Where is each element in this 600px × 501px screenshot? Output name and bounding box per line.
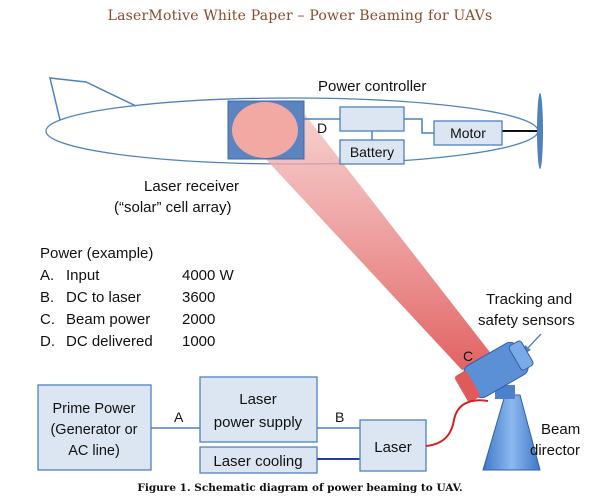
a-marker: A	[174, 409, 184, 425]
laser-cooling-label: Laser cooling	[213, 453, 302, 470]
beam-director	[454, 340, 541, 471]
prime-power-label: Prime Power	[53, 401, 136, 417]
row-label: DC delivered	[66, 333, 153, 350]
laser-label: Laser	[374, 439, 412, 456]
table-row: B. DC to laser 3600	[40, 289, 215, 306]
row-value: 2000	[182, 311, 215, 328]
row-label: Beam power	[66, 311, 150, 328]
motor-box	[433, 120, 503, 146]
wire-controller-motor	[404, 118, 434, 134]
battery-label: Battery	[350, 144, 394, 160]
laser-receiver-sublabel: (“solar” cell array)	[114, 199, 232, 216]
power-controller-label: Power controller	[318, 78, 426, 95]
prime-power-sublabel-2: AC line)	[68, 443, 120, 459]
fiber-line	[425, 399, 489, 447]
row-letter: B.	[40, 289, 54, 306]
uav-airframe	[45, 77, 543, 169]
beam-spot	[232, 102, 298, 158]
laser-box	[359, 419, 427, 472]
beam-director-label: Beam	[541, 421, 580, 438]
power-example-table: Power (example) A. Input 4000 W B. DC to…	[40, 245, 235, 350]
battery-box	[339, 139, 405, 165]
prime-power-sublabel-1: (Generator or	[50, 422, 137, 438]
row-value: 1000	[182, 333, 215, 350]
laser-power-supply-sublabel: power supply	[214, 414, 303, 431]
laser-power-supply-label: Laser	[239, 391, 277, 408]
document-header: LaserMotive White Paper – Power Beaming …	[107, 8, 493, 24]
prime-power-box	[37, 384, 152, 471]
table-row: A. Input 4000 W	[40, 267, 235, 284]
tracking-sensors-sublabel: safety sensors	[478, 312, 575, 329]
tracking-sensors-label: Tracking and	[486, 291, 572, 308]
motor-label: Motor	[450, 125, 486, 141]
power-controller-box	[339, 106, 405, 132]
director-head	[454, 340, 534, 402]
figure-caption: Figure 1. Schematic diagram of power bea…	[137, 482, 463, 494]
c-marker: C	[463, 348, 473, 364]
row-value: 4000 W	[182, 267, 235, 284]
row-label: DC to laser	[66, 289, 141, 306]
tail-fin	[49, 77, 137, 121]
propeller	[537, 93, 543, 169]
power-table-title: Power (example)	[40, 245, 153, 262]
laser-power-supply-box	[199, 376, 318, 443]
beam-director-sublabel: director	[530, 442, 580, 459]
d-marker: D	[317, 120, 327, 136]
table-row: D. DC delivered 1000	[40, 333, 215, 350]
row-letter: A.	[40, 267, 54, 284]
laser-beam	[234, 108, 496, 370]
b-marker: B	[335, 409, 344, 425]
row-letter: D.	[40, 333, 55, 350]
row-value: 3600	[182, 289, 215, 306]
table-row: C. Beam power 2000	[40, 311, 215, 328]
row-label: Input	[66, 267, 100, 284]
laser-receiver-label: Laser receiver	[144, 178, 239, 195]
row-letter: C.	[40, 311, 55, 328]
